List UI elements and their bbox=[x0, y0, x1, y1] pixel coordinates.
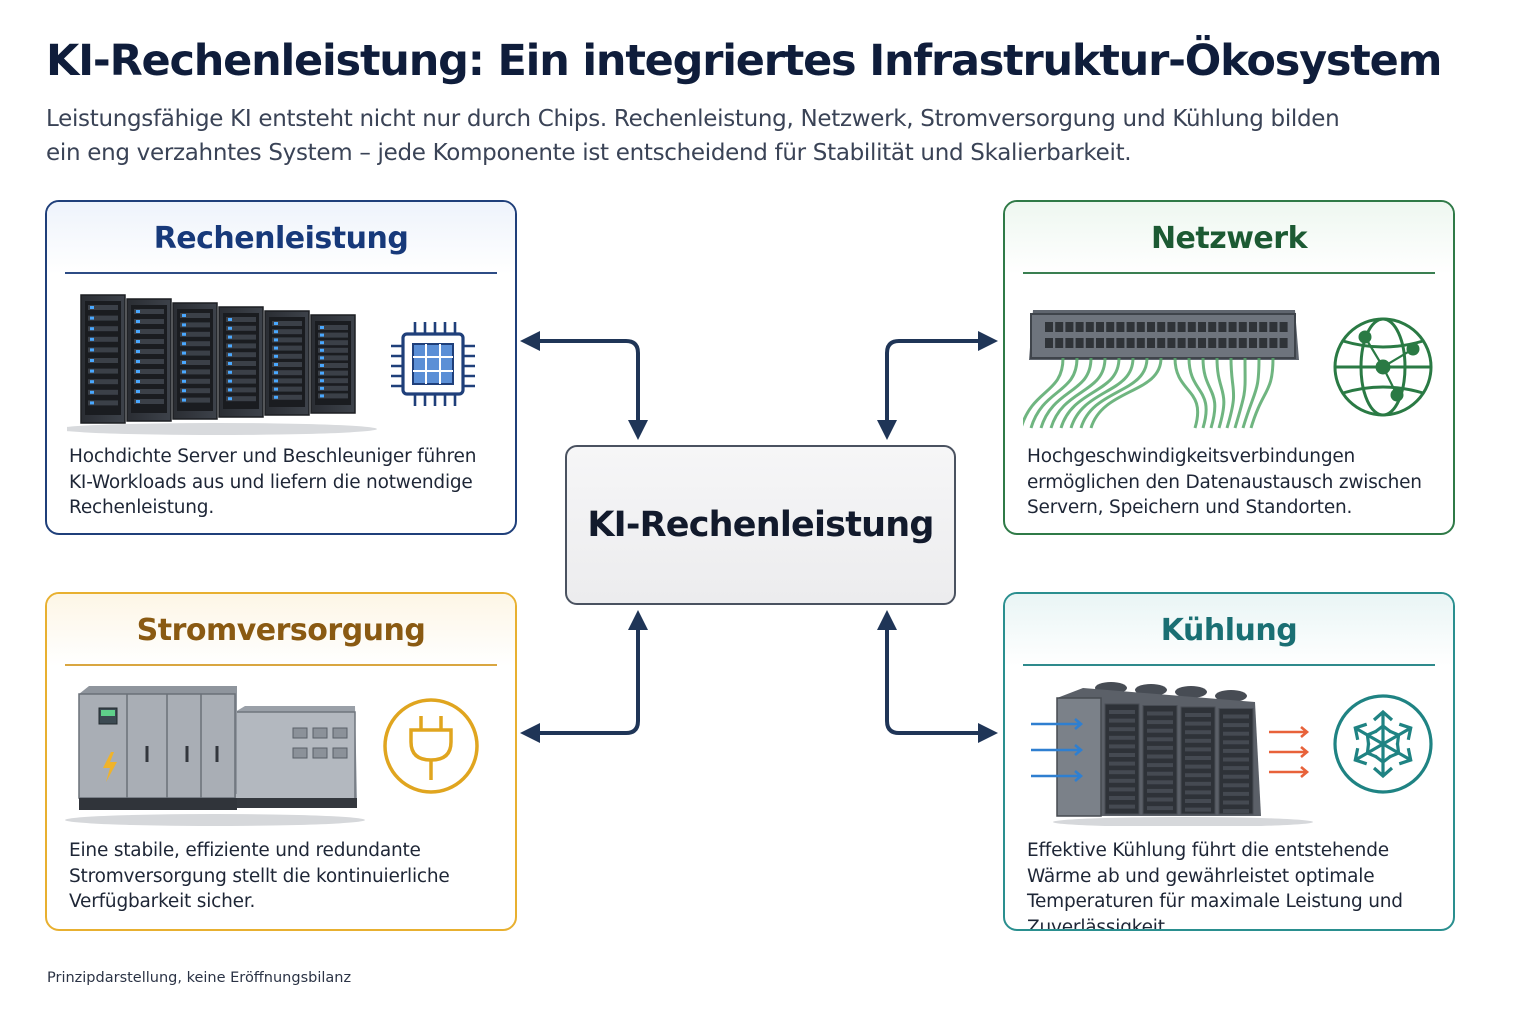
divider bbox=[1023, 272, 1435, 274]
divider bbox=[65, 664, 497, 666]
arrow-cooling bbox=[877, 610, 998, 743]
divider bbox=[1023, 664, 1435, 666]
card-compute: Rechenleistung Hochdichte Server und Bes… bbox=[45, 200, 517, 535]
arrow-compute bbox=[520, 331, 648, 440]
card-power-description: Eine stabile, effiziente und redundante … bbox=[69, 840, 450, 912]
cooling-unit-icon bbox=[1031, 682, 1433, 826]
arrow-network bbox=[877, 331, 998, 440]
center-node: KI-Rechenleistung bbox=[565, 445, 956, 605]
page-title: KI-Rechenleistung: Ein integriertes Infr… bbox=[46, 36, 1442, 86]
card-compute-description: Hochdichte Server und Beschleuniger führ… bbox=[69, 446, 477, 518]
card-network-title: Netzwerk bbox=[1005, 202, 1453, 274]
chip-icon bbox=[391, 322, 475, 406]
divider bbox=[65, 272, 497, 274]
power-plug-icon bbox=[383, 698, 479, 794]
card-power-title: Stromversorgung bbox=[47, 594, 515, 666]
globe-network-icon bbox=[1333, 317, 1433, 417]
network-switch-icon bbox=[1023, 310, 1433, 429]
card-network-description: Hochgeschwindigkeitsverbindungen ermögli… bbox=[1027, 446, 1422, 518]
card-network: Netzwerk Hochgeschwindigkeitsverbindunge… bbox=[1003, 200, 1455, 535]
power-cabinets-icon bbox=[65, 686, 479, 826]
server-racks-icon bbox=[67, 294, 475, 435]
page-subtitle: Leistungsfähige KI entsteht nicht nur du… bbox=[46, 106, 1340, 166]
footnote: Prinzipdarstellung, keine Eröffnungsbila… bbox=[47, 970, 352, 986]
center-label: KI-Rechenleistung bbox=[587, 505, 934, 545]
card-power: Stromversorgung Eine stabile, effiziente… bbox=[45, 592, 517, 931]
card-cooling: Kühlung Effektive Kühlung füh bbox=[1003, 592, 1455, 931]
card-cooling-title: Kühlung bbox=[1005, 594, 1453, 666]
snowflake-icon bbox=[1333, 694, 1433, 794]
arrow-power bbox=[520, 610, 648, 743]
card-compute-title: Rechenleistung bbox=[47, 202, 515, 274]
card-cooling-description: Effektive Kühlung führt die entstehende … bbox=[1027, 840, 1403, 931]
